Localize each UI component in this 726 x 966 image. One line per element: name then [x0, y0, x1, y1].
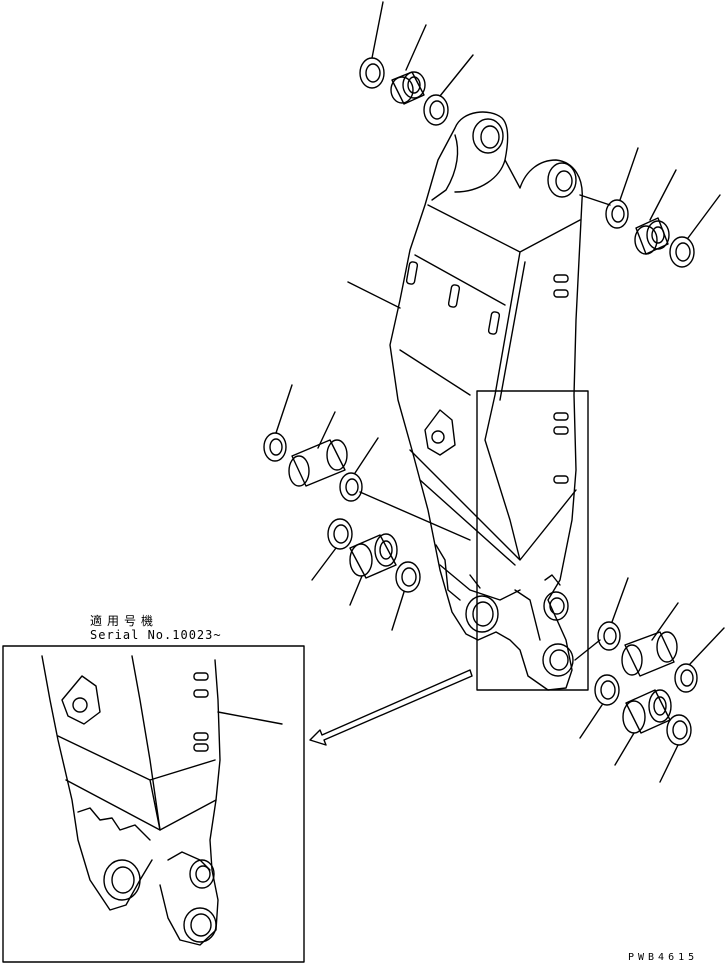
- middle-left-pin-set: [264, 385, 470, 540]
- inset-lower-tip-boss: [184, 908, 216, 942]
- inset-lifting-lug: [62, 676, 100, 724]
- leader-lines-top-left: [372, 2, 473, 96]
- thrust-ring-1: [360, 58, 384, 88]
- drawing-code: PWB4615: [628, 952, 699, 963]
- inset-slots: [194, 673, 208, 751]
- arm-slots: [406, 261, 568, 483]
- thrust-ring-3: [606, 200, 628, 228]
- arm-top-fork: [432, 135, 505, 200]
- thrust-ring-6: [340, 473, 362, 501]
- arm-leader-line: [348, 282, 400, 308]
- lower-fork-details: [436, 545, 560, 640]
- inset-serial-label: Serial No.10023~: [90, 628, 222, 642]
- top-right-boss: [548, 163, 576, 197]
- thrust-ring-7: [328, 519, 352, 549]
- thrust-ring-8: [396, 562, 420, 592]
- bushing-4: [623, 690, 671, 733]
- lower-left-boss: [466, 596, 498, 632]
- inset-lower-mid-boss: [190, 860, 214, 888]
- bushing-2: [635, 218, 669, 254]
- leader-lines-middle-left: [276, 385, 470, 540]
- detail-highlight-frame: [477, 391, 588, 690]
- bushing-3: [350, 534, 397, 578]
- inset-applicability-label: 適用号機: [90, 614, 159, 628]
- thrust-ring-12: [667, 715, 691, 745]
- bushing-1: [391, 72, 425, 104]
- pin-1: [289, 440, 347, 486]
- inset-lower-left-boss: [104, 860, 140, 900]
- inset-arm-outline: [42, 656, 220, 945]
- thrust-ring-11: [595, 675, 619, 705]
- thrust-ring-10: [675, 664, 697, 692]
- top-right-pin-set: [580, 148, 720, 267]
- thrust-ring-2: [424, 95, 448, 125]
- inset-frame: [3, 646, 304, 962]
- leader-lines-lower-left: [312, 548, 404, 630]
- arm-seam-lines: [400, 205, 580, 600]
- pin-2: [622, 632, 677, 676]
- thrust-ring-9: [598, 622, 620, 650]
- lower-left-pin-set: [312, 519, 420, 630]
- leader-lines-top-right: [580, 148, 720, 238]
- inset-seam-lines: [58, 736, 216, 870]
- inset-leader-line: [218, 712, 282, 724]
- lower-right-pin-set: [575, 578, 724, 782]
- inset-detail-drawing: [42, 656, 282, 945]
- arm-body: [390, 112, 582, 690]
- lower-tip-boss: [543, 644, 573, 676]
- lower-mid-boss: [544, 592, 568, 620]
- thrust-ring-5: [264, 433, 286, 461]
- arm-lifting-lug: [425, 410, 455, 455]
- top-left-pin-set: [360, 2, 473, 125]
- leader-lines-lower-right: [575, 578, 724, 782]
- thrust-ring-4: [670, 237, 694, 267]
- detail-pointer-arrow: [310, 670, 472, 745]
- top-left-boss: [473, 119, 503, 153]
